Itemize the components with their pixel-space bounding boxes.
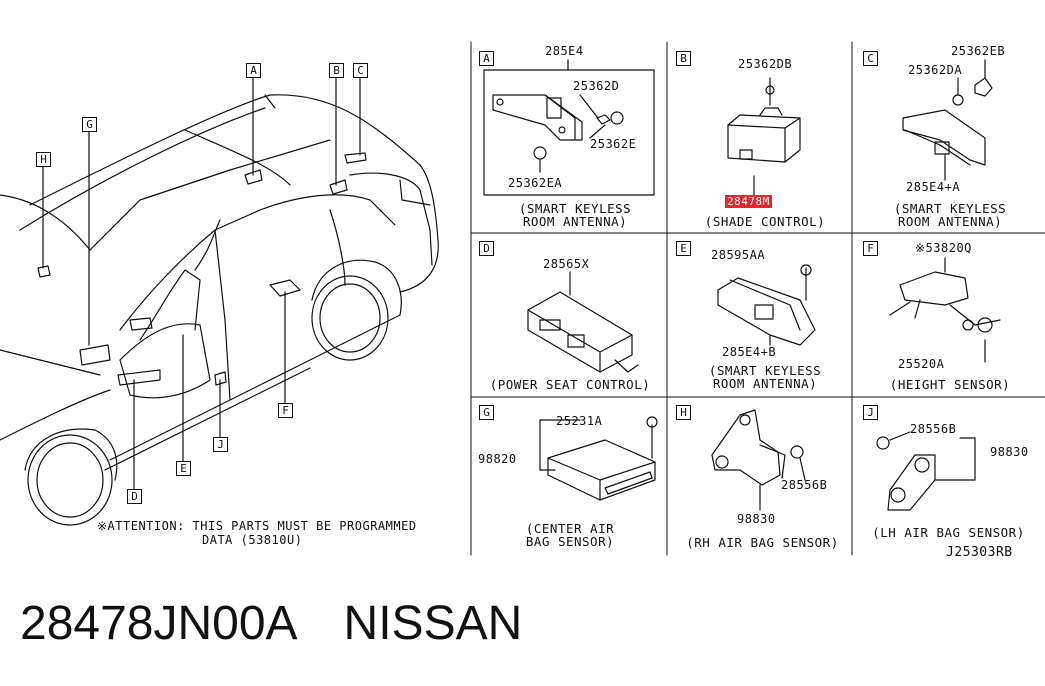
marker-a: A <box>246 63 261 78</box>
part-label: 98820 <box>478 452 517 466</box>
panel-d-letter: D <box>479 241 494 256</box>
attention-note-data: DATA (53810U) <box>202 533 303 547</box>
panel-grid <box>470 41 1045 556</box>
caption-line: (SMART KEYLESS <box>518 201 632 216</box>
panel-d-caption: (POWER SEAT CONTROL) <box>489 377 651 392</box>
part-label: 25362EB <box>951 44 1006 58</box>
brand-name: NISSAN <box>343 597 523 650</box>
part-label: 28556B <box>781 478 828 492</box>
part-label: 285E4+B <box>722 345 777 359</box>
panel-b-drawing <box>727 77 801 196</box>
panel-e-caption: (SMART KEYLESS ROOM ANTENNA) <box>690 364 840 390</box>
marker-h: H <box>36 152 51 167</box>
part-label: 25362EA <box>508 176 563 190</box>
panel-d-drawing <box>527 271 639 373</box>
panel-f-caption: (HEIGHT SENSOR) <box>889 377 1011 392</box>
panel-c-drawing <box>902 59 993 181</box>
panel-g-caption: (CENTER AIR BAG SENSOR) <box>495 522 645 548</box>
diagram-code: J25303RB <box>946 545 1013 560</box>
marker-e: E <box>176 461 191 476</box>
panel-j-letter: J <box>863 405 878 420</box>
panel-h-drawing <box>711 409 806 511</box>
panel-g-drawing <box>539 416 658 501</box>
part-label: 28595AA <box>711 248 766 262</box>
caption-line: BAG SENSOR) <box>525 534 615 549</box>
panel-j-drawing <box>876 431 976 511</box>
part-label: 25362DB <box>738 57 793 71</box>
part-label: 25231A <box>556 414 603 428</box>
highlighted-part-label: 28478M <box>725 195 772 208</box>
part-label: 285E4 <box>545 44 584 58</box>
part-label: 28565X <box>543 257 590 271</box>
panel-c-caption: (SMART KEYLESS ROOM ANTENNA) <box>875 202 1025 228</box>
panel-c-letter: C <box>863 51 878 66</box>
highlighted-part-number: 28478M <box>725 195 772 208</box>
panel-b-letter: B <box>676 51 691 66</box>
panel-e-drawing <box>717 264 816 346</box>
panel-h-caption: (RH AIR BAG SENSOR) <box>686 535 839 550</box>
part-label: 98830 <box>737 512 776 526</box>
panel-j-caption: (LH AIR BAG SENSOR) <box>872 525 1025 540</box>
part-number: 28478JN00A <box>20 597 298 650</box>
panel-g-letter: G <box>479 405 494 420</box>
part-label: 285E4+A <box>906 180 961 194</box>
panel-f-letter: F <box>863 241 878 256</box>
part-label: 25362DA <box>908 63 963 77</box>
panel-b-caption: (SHADE CONTROL) <box>704 214 826 229</box>
part-label: ※53820Q <box>915 241 972 255</box>
caption-line: ROOM ANTENNA) <box>897 214 1003 229</box>
marker-b: B <box>329 63 344 78</box>
attention-note: ※ATTENTION: THIS PARTS MUST BE PROGRAMME… <box>97 519 417 533</box>
marker-d: D <box>127 489 142 504</box>
part-label: 25362D <box>573 79 620 93</box>
panel-a-caption: (SMART KEYLESS ROOM ANTENNA) <box>500 202 650 228</box>
caption-line: ROOM ANTENNA) <box>522 214 628 229</box>
caption-line: (CENTER AIR <box>525 521 615 536</box>
caption-line: (SMART KEYLESS <box>708 363 822 378</box>
car-overview-drawing <box>0 76 439 526</box>
marker-c: C <box>353 63 368 78</box>
panel-h-letter: H <box>676 405 691 420</box>
caption-line: ROOM ANTENNA) <box>712 376 818 391</box>
panel-e-letter: E <box>676 241 691 256</box>
part-label: 28556B <box>910 422 957 436</box>
caption-line: (SMART KEYLESS <box>893 201 1007 216</box>
part-label: 98830 <box>990 445 1029 459</box>
marker-f: F <box>278 403 293 418</box>
part-label: 25520A <box>898 357 945 371</box>
panel-f-drawing <box>889 257 1001 363</box>
part-label: 25362E <box>590 137 637 151</box>
marker-g: G <box>82 117 97 132</box>
footer-title: 28478JN00A NISSAN <box>20 596 568 651</box>
panel-a-letter: A <box>479 51 494 66</box>
marker-j: J <box>213 437 228 452</box>
panel-a-drawing <box>483 59 655 196</box>
